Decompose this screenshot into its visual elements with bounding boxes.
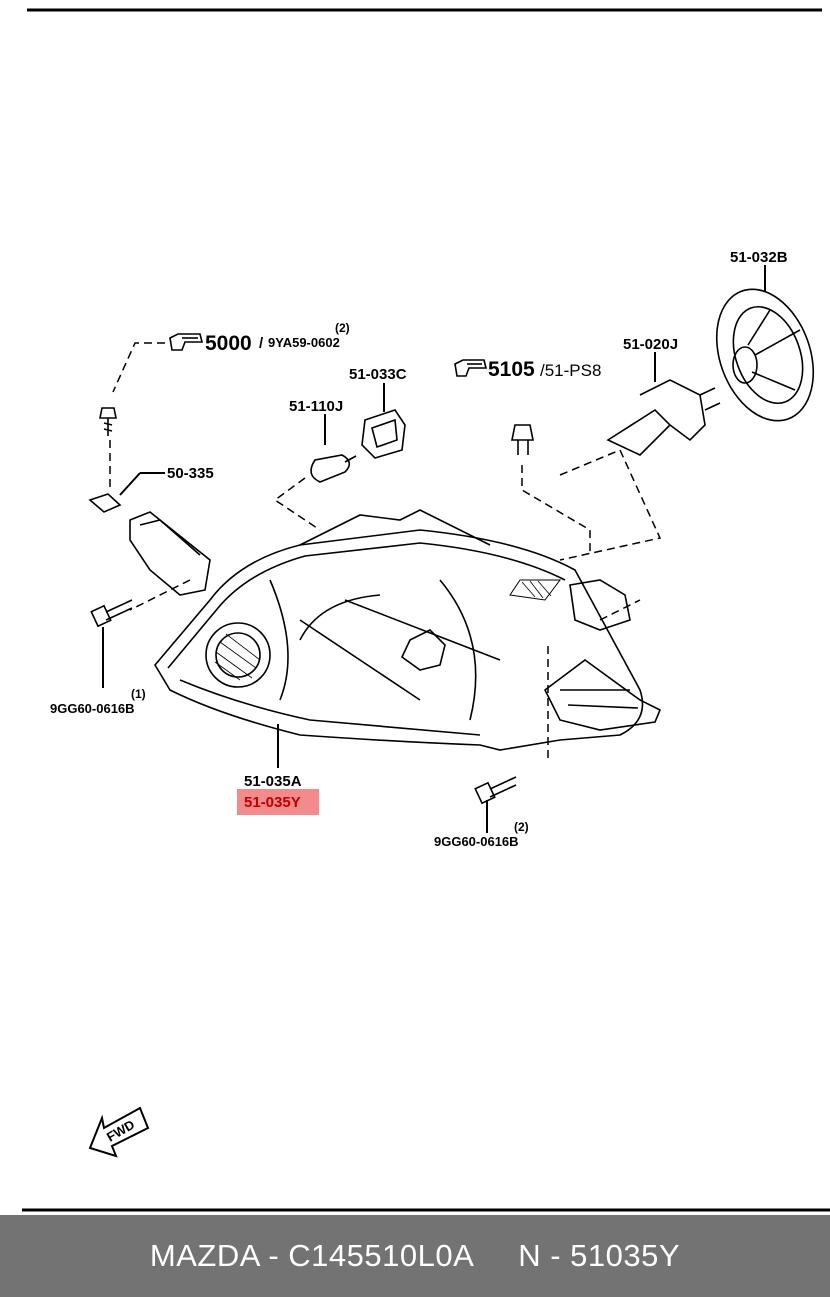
- slash-separator: /: [259, 335, 264, 352]
- small-bulb-label: 51-110J: [289, 398, 343, 415]
- headlamp-label: 51-035A: [244, 773, 302, 790]
- cover-label: 51-032B: [730, 249, 788, 266]
- clip-5105: [511, 424, 534, 455]
- solid-leaders: [102, 265, 766, 833]
- bolt-ref-code: 9YA59-0602: [268, 335, 340, 350]
- main-bulb-label: 51-020J: [623, 336, 678, 353]
- right-bolt-label: 9GG60-0616B: [434, 834, 519, 849]
- left-bolt-qty: (1): [131, 687, 146, 701]
- socket-label: 51-033C: [349, 366, 407, 383]
- bolt-left: [90, 599, 133, 628]
- headlamp-assembly: [129, 509, 662, 751]
- cover-51-032B: [715, 288, 815, 422]
- socket-51-033C: [361, 409, 406, 459]
- dashed-leaders: [109, 342, 662, 760]
- clip-ref-num: 5105: [488, 358, 535, 381]
- footer-ref-number: N - 51035Y: [518, 1238, 681, 1273]
- bolt-ref-qty: (2): [335, 321, 350, 335]
- bolt-ref-num: 5000: [205, 332, 252, 355]
- nut-50-335: [88, 493, 122, 513]
- pointing-hand-icon: [454, 359, 488, 377]
- parts-diagram: 5000 / 9YA59-0602 (2) 5105 /51-PS8 51-03…: [22, 8, 830, 1212]
- bolt-right: [474, 776, 517, 805]
- main-bulb: [606, 379, 721, 456]
- footer-bar: MAZDA - C145510L0A N - 51035Y: [0, 1215, 830, 1297]
- small-parts: [88, 288, 815, 805]
- fwd-arrow-icon: FWD: [88, 1106, 150, 1158]
- nut-label: 50-335: [167, 465, 214, 482]
- highlighted-part-label: 51-035Y: [244, 794, 301, 811]
- pointing-hand-icon: [169, 333, 204, 351]
- clip-ref-code: /51-PS8: [540, 361, 601, 380]
- screw-top: [99, 407, 117, 436]
- fwd-text: FWD: [104, 1117, 137, 1145]
- small-bulb: [310, 454, 357, 483]
- highlight-box: [237, 789, 319, 815]
- footer-part-number: MAZDA - C145510L0A: [149, 1238, 475, 1273]
- left-bolt-label: 9GG60-0616B: [50, 701, 135, 716]
- right-bolt-qty: (2): [514, 820, 529, 834]
